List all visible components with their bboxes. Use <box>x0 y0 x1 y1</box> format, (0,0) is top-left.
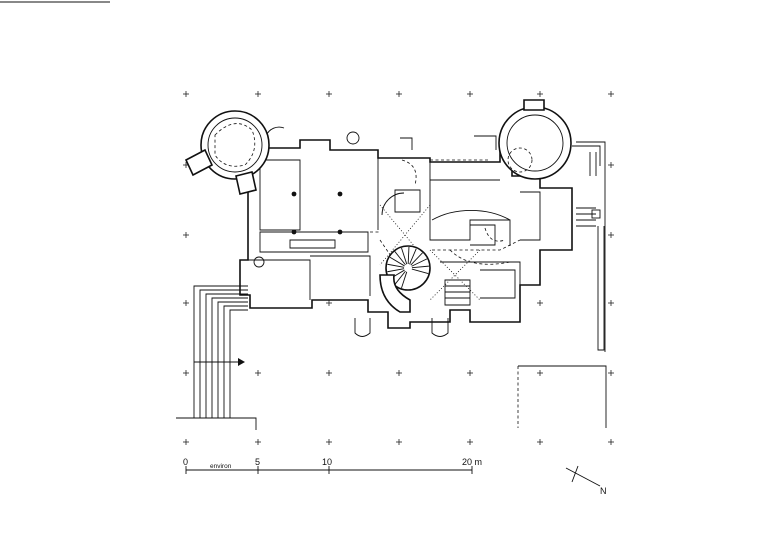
stair-tread <box>410 252 423 266</box>
exterior-stair-east <box>517 141 607 428</box>
ramp-step-line <box>217 301 248 418</box>
scale-label-10: 10 <box>322 457 332 467</box>
tower-northwest <box>184 110 270 195</box>
north-arrow: N <box>565 465 607 496</box>
scale-label-0: 0 <box>183 457 188 467</box>
ramp-step-line <box>211 297 248 418</box>
section-arrow-head <box>238 358 245 366</box>
ramp-step-line <box>223 305 248 418</box>
ramp-step-line <box>205 293 248 418</box>
stair-tread <box>411 258 428 267</box>
ramp-step-line <box>229 309 248 418</box>
stair-tread <box>387 263 405 268</box>
stair-tread <box>401 247 408 265</box>
terrace-ramps-west <box>193 285 248 418</box>
tower-northeast <box>498 99 601 180</box>
scale-bar: 0 5 10 20 m environ <box>183 457 482 474</box>
stair-tread <box>394 251 406 266</box>
stair-tread <box>407 247 410 265</box>
scale-label-5: 5 <box>255 457 260 467</box>
ramp-step-line <box>193 285 248 418</box>
spiral-staircase <box>379 245 431 313</box>
entrance-steps <box>354 285 470 337</box>
north-arrow-line <box>565 467 601 487</box>
stair-tread <box>401 271 408 289</box>
columns <box>291 191 343 235</box>
stair-tread <box>387 268 405 273</box>
stair-tread <box>411 268 429 275</box>
diagonal-cross-lines <box>379 204 481 301</box>
ramp-step-line <box>199 289 248 418</box>
terrace-edge <box>176 417 257 430</box>
stair-tread <box>409 248 417 265</box>
stair-tread <box>394 270 406 285</box>
scale-approx-label: environ <box>210 463 232 470</box>
north-letter: N <box>600 486 607 496</box>
building-outline <box>239 131 573 329</box>
stair-tread <box>411 265 429 269</box>
scale-label-20m: 20 m <box>462 457 482 467</box>
north-arrow-crossbar <box>571 465 579 483</box>
stair-tread <box>389 256 405 267</box>
